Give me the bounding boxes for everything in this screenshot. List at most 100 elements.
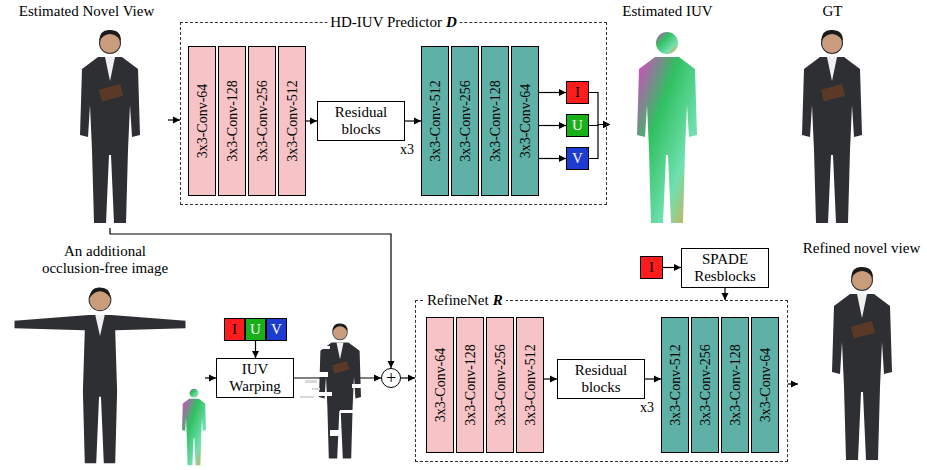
- layer-label: 3x3-Conv-128: [727, 344, 744, 426]
- image-panel: Estimated IUV: [610, 3, 725, 220]
- connector: [539, 155, 566, 162]
- warped-figure: [300, 323, 362, 458]
- sum-node: +: [381, 368, 401, 388]
- encoder-conv-block: 3x3-Conv-128: [456, 317, 484, 453]
- repeat-count: x3: [400, 141, 414, 158]
- encoder-conv-block: 3x3-Conv-128: [218, 46, 246, 196]
- encoder-conv-block: 3x3-Conv-512: [516, 317, 544, 453]
- gt-figure: [802, 30, 862, 223]
- arrowhead: [791, 381, 798, 388]
- layer-label: 3x3-Conv-512: [522, 344, 539, 426]
- encoder-conv-block: 3x3-Conv-512: [278, 46, 306, 196]
- label: U: [572, 117, 583, 134]
- connector: [539, 122, 566, 129]
- iuv-channel-box: I: [224, 318, 245, 341]
- layer-label: 3x3-Conv-256: [254, 80, 271, 162]
- encoder-conv-block: 3x3-Conv-64: [188, 46, 216, 196]
- image-heading: Estimated Novel View: [5, 3, 168, 20]
- decoder-conv-block: 3x3-Conv-256: [451, 46, 479, 196]
- arrowhead: [559, 155, 566, 162]
- label: SPADE Resblocks: [682, 251, 768, 285]
- process-box: IUV Warping: [216, 358, 294, 398]
- label: I: [232, 321, 237, 338]
- layer-label: 3x3-Conv-512: [284, 80, 301, 162]
- connector: [645, 376, 661, 383]
- arrowhead: [722, 293, 729, 300]
- label: I: [575, 84, 580, 101]
- image-heading: An additional occlusion-free image: [35, 243, 175, 277]
- iuv-channel-box: U: [245, 318, 266, 341]
- connector: [722, 288, 729, 300]
- label: V: [572, 150, 583, 167]
- connector: [788, 381, 798, 388]
- image-panel: Estimated Novel View: [5, 3, 168, 228]
- decoder-conv-block: 3x3-Conv-256: [691, 317, 719, 453]
- module-symbol: R: [493, 292, 503, 308]
- repeat-count: x3: [640, 399, 654, 416]
- layer-label: 3x3-Conv-128: [224, 80, 241, 162]
- iuv-channel-box: V: [566, 147, 589, 170]
- layer-label: 3x3-Conv-64: [757, 348, 774, 423]
- label: Residual blocks: [318, 104, 404, 138]
- encoder-conv-block: 3x3-Conv-256: [248, 46, 276, 196]
- decoder-conv-block: 3x3-Conv-512: [421, 46, 449, 196]
- connector: [663, 264, 681, 271]
- arrowhead: [173, 117, 180, 124]
- arrowhead: [674, 264, 681, 271]
- arrowhead: [310, 118, 317, 125]
- connector: [306, 118, 317, 125]
- iuv-channel-box: I: [566, 81, 589, 104]
- decoder-conv-block: 3x3-Conv-128: [721, 317, 749, 453]
- source-iuv-figure: [182, 389, 206, 465]
- arrowhead: [654, 376, 661, 383]
- module-frame: RefineNetR3x3-Conv-643x3-Conv-1283x3-Con…: [415, 300, 788, 462]
- arrowhead: [408, 375, 415, 382]
- connector: [168, 117, 180, 124]
- image-panel: Refined novel view: [798, 240, 925, 465]
- residual-block: Residual blocksx3: [317, 101, 405, 141]
- layer-label: 3x3-Conv-64: [432, 348, 449, 423]
- arrowhead: [388, 361, 395, 368]
- layer-label: 3x3-Conv-256: [457, 80, 474, 162]
- iuv-channel-box: I: [640, 256, 663, 279]
- label: +: [386, 369, 396, 387]
- label: U: [250, 321, 261, 338]
- image-heading: GT: [775, 3, 890, 20]
- module-title: HD-IUV PredictorD: [327, 13, 460, 31]
- layer-label: 3x3-Conv-64: [194, 84, 211, 159]
- arrowhead: [209, 375, 216, 382]
- decoder-conv-block: 3x3-Conv-128: [481, 46, 509, 196]
- layer-label: 3x3-Conv-256: [697, 344, 714, 426]
- connector: [539, 89, 566, 96]
- layer-label: 3x3-Conv-128: [462, 344, 479, 426]
- novel-view-figure: [80, 30, 140, 223]
- residual-block: Residual blocksx3: [557, 359, 645, 399]
- connector: [401, 375, 415, 382]
- decoder-conv-block: 3x3-Conv-512: [661, 317, 689, 453]
- encoder-conv-block: 3x3-Conv-256: [486, 317, 514, 453]
- image-panel: GT: [775, 3, 890, 228]
- connector: [544, 376, 557, 383]
- layer-label: 3x3-Conv-512: [427, 80, 444, 162]
- module-frame: HD-IUV PredictorD3x3-Conv-643x3-Conv-128…: [180, 22, 607, 205]
- connector: [205, 375, 216, 382]
- module-name: HD-IUV Predictor: [330, 14, 442, 30]
- encoder-conv-block: 3x3-Conv-64: [426, 317, 454, 453]
- decoder-conv-block: 3x3-Conv-64: [511, 46, 539, 196]
- arrowhead: [374, 375, 381, 382]
- decoder-conv-block: 3x3-Conv-64: [751, 317, 779, 453]
- image-heading: Refined novel view: [798, 240, 925, 257]
- module-symbol: D: [446, 14, 457, 30]
- arrowhead: [414, 118, 421, 125]
- module-name: RefineNet: [427, 292, 489, 308]
- connector: [405, 118, 421, 125]
- image-heading: Estimated IUV: [610, 3, 725, 20]
- label: V: [271, 321, 282, 338]
- refined-figure: [832, 267, 892, 460]
- arrowhead: [559, 122, 566, 129]
- image-panel: An additional occlusion-free image: [5, 243, 205, 465]
- arrowhead: [559, 89, 566, 96]
- module-title: RefineNetR: [424, 291, 506, 309]
- layer-label: 3x3-Conv-128: [487, 80, 504, 162]
